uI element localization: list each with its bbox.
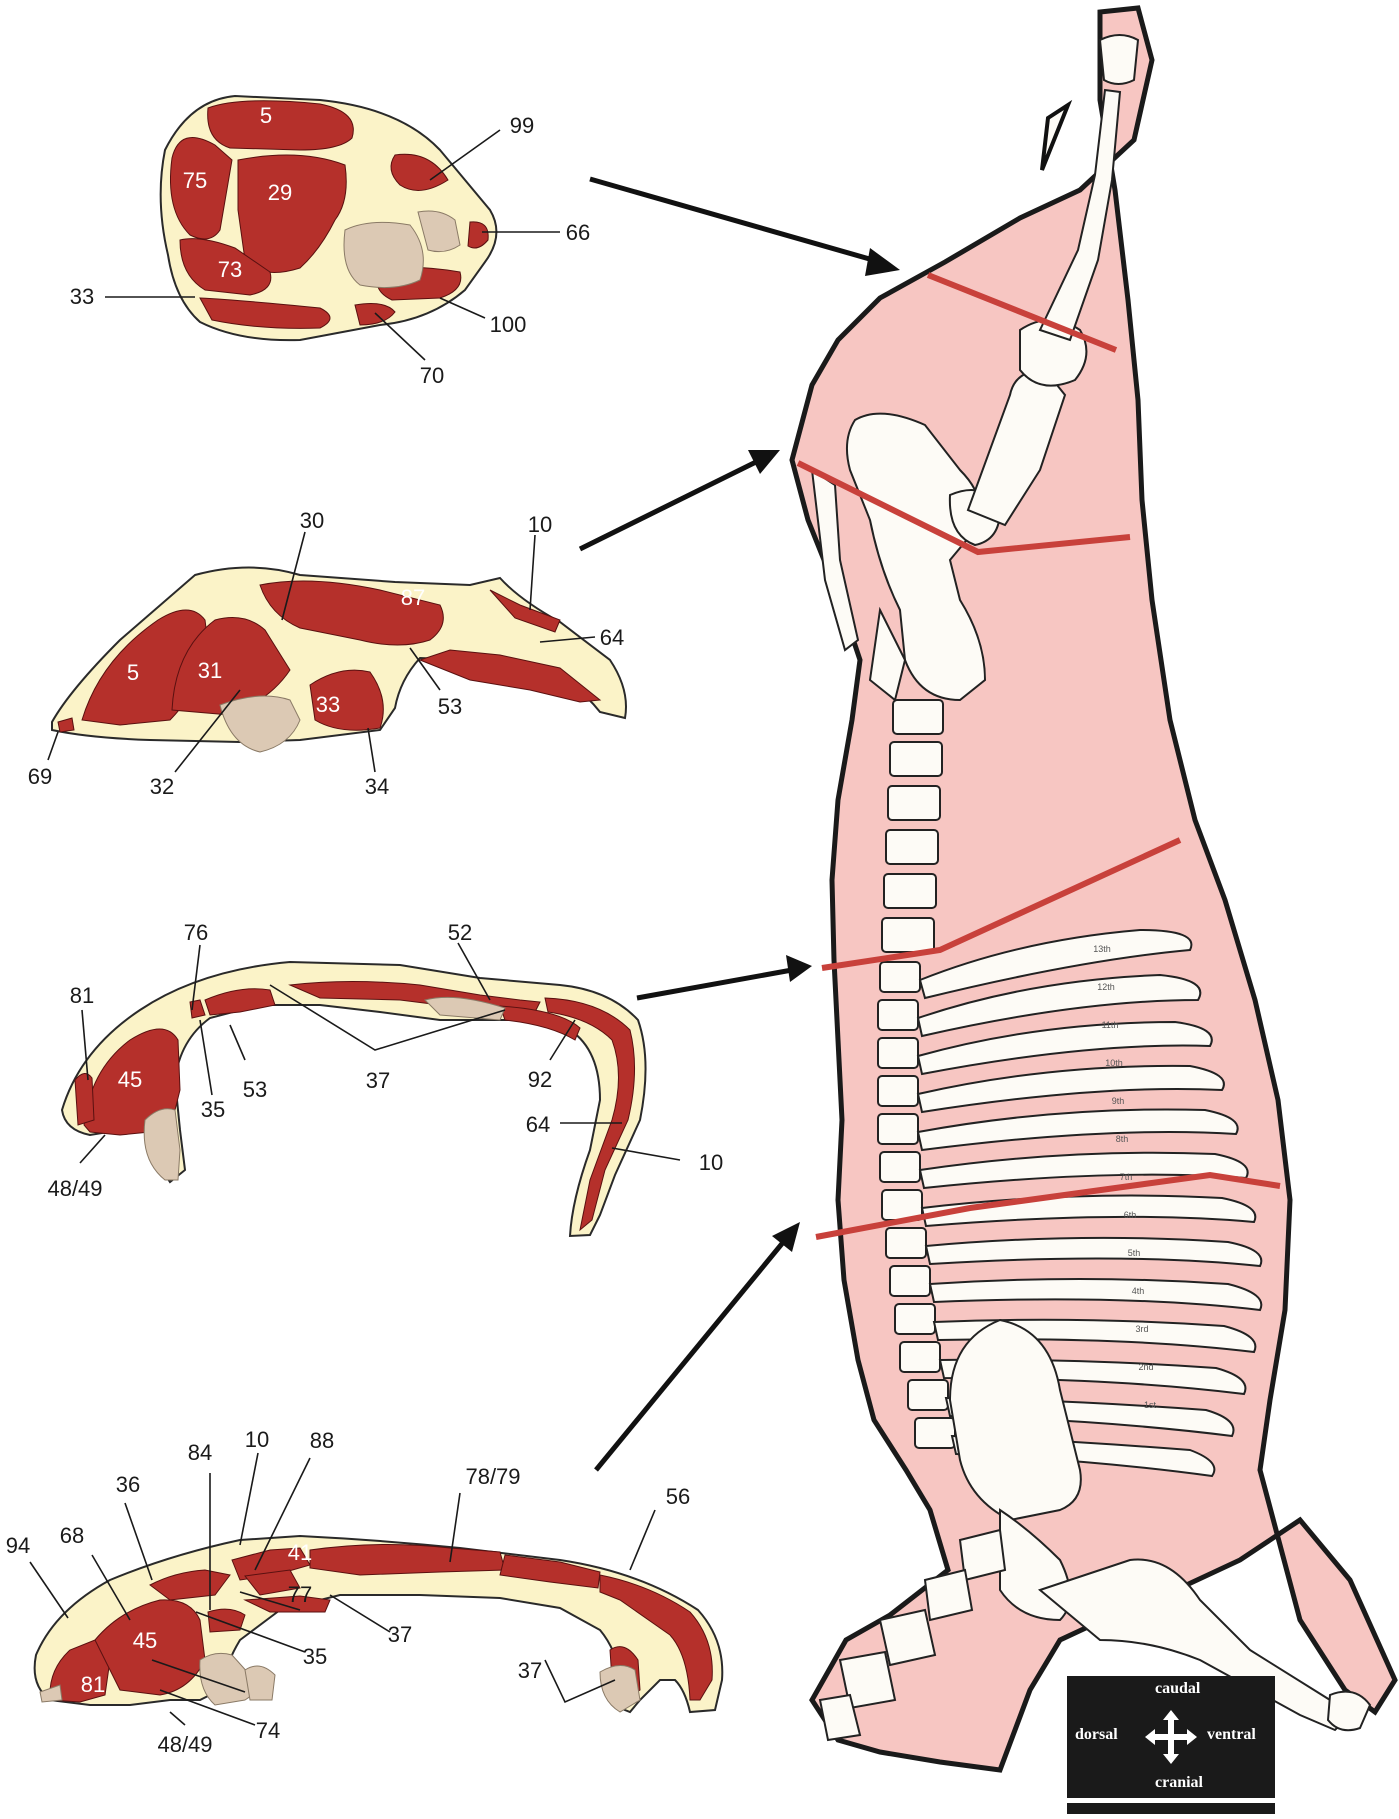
compass-footer-bar	[1067, 1803, 1275, 1814]
label-s2-6: 53	[438, 694, 462, 719]
rib-label: 10th	[1105, 1058, 1123, 1068]
label-s3-0: 76	[184, 920, 208, 945]
label-s2-2: 87	[401, 585, 425, 610]
orientation-compass: caudal dorsal ventral cranial	[1067, 1676, 1275, 1798]
label-s4-1: 10	[245, 1427, 269, 1452]
label-s4-3: 36	[116, 1472, 140, 1497]
rib-label: 8th	[1116, 1134, 1129, 1144]
label-s4-16: 48/49	[157, 1732, 212, 1757]
label-s2-1: 10	[528, 512, 552, 537]
label-s1-6: 33	[70, 284, 94, 309]
rib-label: 5th	[1128, 1248, 1141, 1258]
label-s4-0: 84	[188, 1440, 212, 1465]
label-s4-9: 77	[288, 1582, 312, 1607]
rib-label: 4th	[1132, 1286, 1145, 1296]
arrow-section-2	[580, 460, 760, 549]
label-s2-10: 34	[365, 774, 389, 799]
rib-label: 11th	[1102, 1020, 1119, 1030]
label-s1-8: 70	[420, 363, 444, 388]
cross-section-3	[62, 962, 646, 1236]
label-s1-0: 5	[260, 103, 272, 128]
label-s2-5: 31	[198, 658, 222, 683]
label-s3-5: 35	[201, 1097, 225, 1122]
carpal-bone	[1328, 1692, 1370, 1731]
label-s4-13: 81	[81, 1672, 105, 1697]
label-s3-2: 81	[70, 983, 94, 1008]
arrow-section-1	[590, 179, 880, 262]
rib-label: 12th	[1097, 982, 1115, 992]
label-s1-5: 73	[218, 257, 242, 282]
label-s1-4: 66	[566, 220, 590, 245]
compass-caudal: caudal	[1155, 1680, 1200, 1698]
rib-label: 1st	[1144, 1400, 1157, 1410]
label-s4-4: 78/79	[465, 1464, 520, 1489]
rib-label: 2nd	[1138, 1362, 1153, 1372]
rib-label: 13th	[1093, 944, 1111, 954]
rib-label: 3rd	[1135, 1324, 1148, 1334]
arrow-section-4	[596, 1240, 785, 1470]
label-s2-3: 64	[600, 625, 624, 650]
label-s2-4: 5	[127, 660, 139, 685]
label-s4-15: 74	[256, 1718, 280, 1743]
label-s2-7: 33	[316, 692, 340, 717]
compass-arrows-icon	[1141, 1706, 1201, 1768]
cross-section-1	[161, 96, 497, 340]
label-s2-8: 69	[28, 764, 52, 789]
rib-label: 7th	[1120, 1172, 1133, 1182]
label-s1-3: 29	[268, 180, 292, 205]
label-s3-6: 37	[366, 1068, 390, 1093]
label-s4-14: 37	[518, 1658, 542, 1683]
label-s4-12: 35	[303, 1644, 327, 1669]
compass-cranial: cranial	[1155, 1774, 1203, 1792]
label-s3-3: 45	[118, 1067, 142, 1092]
rib-label: 6th	[1124, 1210, 1137, 1220]
label-s1-1: 99	[510, 113, 534, 138]
label-s3-9: 10	[699, 1150, 723, 1175]
label-s4-10: 37	[388, 1622, 412, 1647]
label-s3-7: 92	[528, 1067, 552, 1092]
hock-bone	[1100, 35, 1138, 84]
compass-dorsal: dorsal	[1075, 1726, 1118, 1744]
label-s2-0: 30	[300, 508, 324, 533]
label-s4-8: 94	[6, 1533, 30, 1558]
label-s4-7: 41	[288, 1540, 312, 1565]
label-s3-4: 53	[243, 1077, 267, 1102]
label-s4-11: 45	[133, 1628, 157, 1653]
label-s4-2: 88	[310, 1428, 334, 1453]
label-s2-9: 32	[150, 774, 174, 799]
rib-label: 9th	[1112, 1096, 1125, 1106]
compass-ventral: ventral	[1207, 1726, 1256, 1744]
label-s1-7: 100	[490, 312, 527, 337]
label-s4-5: 56	[666, 1484, 690, 1509]
arrow-section-3	[637, 970, 792, 998]
label-s3-1: 52	[448, 920, 472, 945]
label-s4-6: 68	[60, 1523, 84, 1548]
label-s3-8: 64	[526, 1112, 550, 1137]
label-s3-10: 48/49	[47, 1176, 102, 1201]
tendon-mark	[1042, 105, 1068, 170]
label-s1-2: 75	[183, 168, 207, 193]
